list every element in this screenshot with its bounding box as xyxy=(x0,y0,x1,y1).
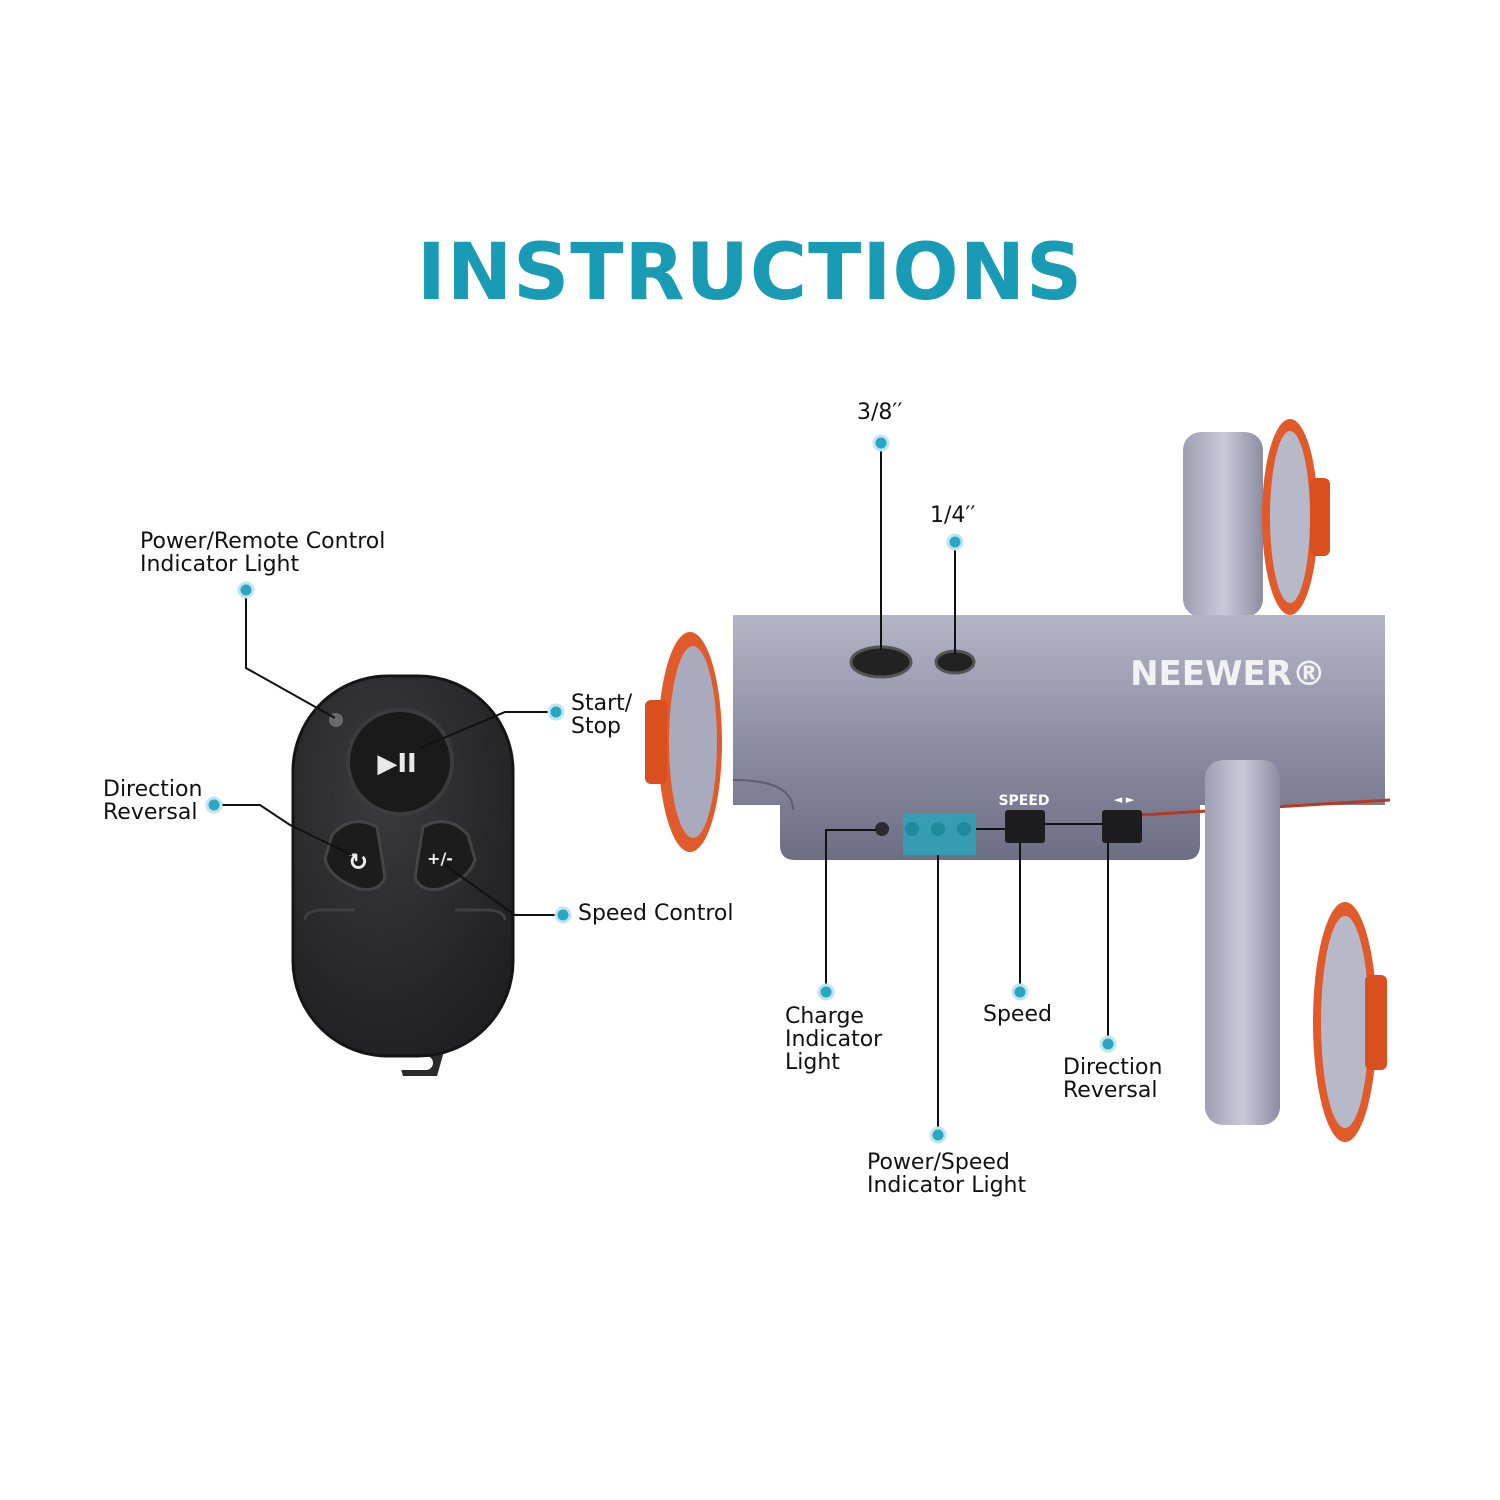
charge-indicator-light xyxy=(875,822,889,836)
play-pause-icon: ▶II xyxy=(377,749,416,779)
rotate-icon: ↻ xyxy=(348,848,368,876)
direction-panel-label: ◄ ► xyxy=(1114,793,1135,806)
direction-reversal-button[interactable] xyxy=(323,820,387,891)
brand-logo: NEEWER® xyxy=(1130,654,1326,694)
dolly-speed-button[interactable] xyxy=(1005,810,1045,843)
motorized-dolly: NEEWER® SPEED ◄ ► xyxy=(645,419,1391,1142)
label-speed-control: Speed Control xyxy=(578,901,734,926)
callout-dots xyxy=(205,434,1117,1144)
label-mount-1-4: 1/4′′ xyxy=(930,503,976,528)
mount-hole-3-8 xyxy=(849,645,913,679)
speed-control-button[interactable] xyxy=(413,820,477,891)
page-title: INSTRUCTIONS xyxy=(416,228,1084,318)
callout-lines xyxy=(214,443,1109,1135)
speed-panel-label: SPEED xyxy=(998,793,1049,809)
start-stop-button[interactable] xyxy=(346,708,454,816)
wheel-arm-bottom xyxy=(1205,760,1280,1125)
dolly-direction-button[interactable] xyxy=(1102,810,1142,843)
plus-minus-icon: +/- xyxy=(427,849,453,868)
wheel-arm-top xyxy=(1183,432,1263,617)
label-speed: Speed xyxy=(983,1002,1052,1027)
label-start-stop: Start/Stop xyxy=(571,691,633,739)
label-mount-3-8: 3/8′′ xyxy=(857,400,903,425)
remote-control: ▶II ↻ +/- xyxy=(291,674,515,1076)
